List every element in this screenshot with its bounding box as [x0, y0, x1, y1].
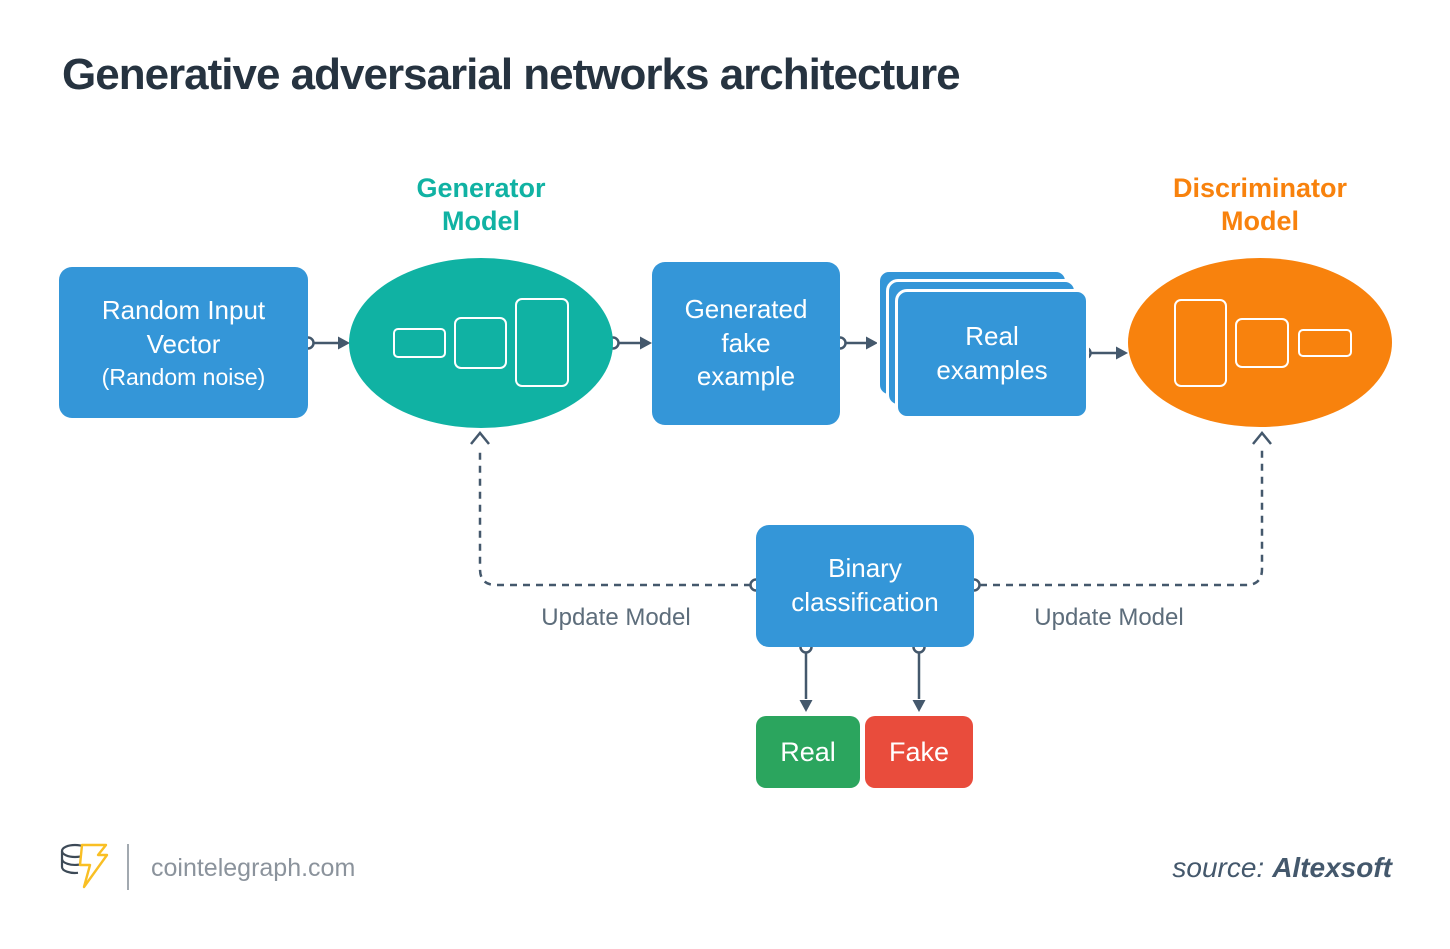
site-label: cointelegraph.com	[151, 854, 356, 882]
binary-classification-text: Binary classification	[791, 553, 939, 617]
real-output-node: Real	[756, 716, 860, 788]
generator-layer-rect-large	[515, 298, 569, 387]
random-noise-subtext: (Random noise)	[101, 363, 266, 390]
random-input-vector-text: Random Input Vector	[101, 294, 266, 359]
fake-output-node: Fake	[865, 716, 973, 788]
discriminator-model-label-line2: Model	[1221, 206, 1299, 236]
generated-fake-example-text: Generated fake example	[684, 293, 808, 392]
page-title: Generative adversarial networks architec…	[62, 50, 961, 99]
discriminator-layer-rect-large	[1174, 299, 1227, 387]
cointelegraph-logo-icon	[60, 843, 109, 889]
random-input-vector-node: Random Input Vector (Random noise)	[59, 267, 308, 418]
generator-layer-rect-medium	[454, 317, 507, 369]
footer-divider	[127, 844, 129, 890]
generator-model-label: Generator Model	[349, 172, 613, 238]
update-model-label-left: Update Model	[541, 604, 691, 631]
source-attribution: source:Altexsoft	[1172, 852, 1392, 884]
discriminator-model-label: Discriminator Model	[1128, 172, 1392, 238]
generator-layer-rect-small	[393, 328, 446, 358]
source-name: Altexsoft	[1272, 852, 1392, 883]
discriminator-model-label-line1: Discriminator	[1172, 173, 1348, 203]
generator-model-label-line1: Generator	[416, 173, 546, 203]
real-examples-text: Real examples	[936, 321, 1048, 385]
generated-fake-example-node: Generated fake example	[652, 262, 840, 425]
real-examples-card-front: Real examples	[895, 289, 1089, 419]
generator-model-label-line2: Model	[442, 206, 520, 236]
source-label: source:	[1172, 852, 1265, 883]
discriminator-ellipse	[1128, 258, 1392, 427]
binary-classification-node: Binary classification	[756, 525, 974, 647]
generator-ellipse	[349, 258, 613, 428]
discriminator-layer-rect-medium	[1235, 318, 1289, 368]
discriminator-layer-rect-small	[1298, 329, 1352, 357]
update-model-label-right: Update Model	[1034, 604, 1184, 631]
